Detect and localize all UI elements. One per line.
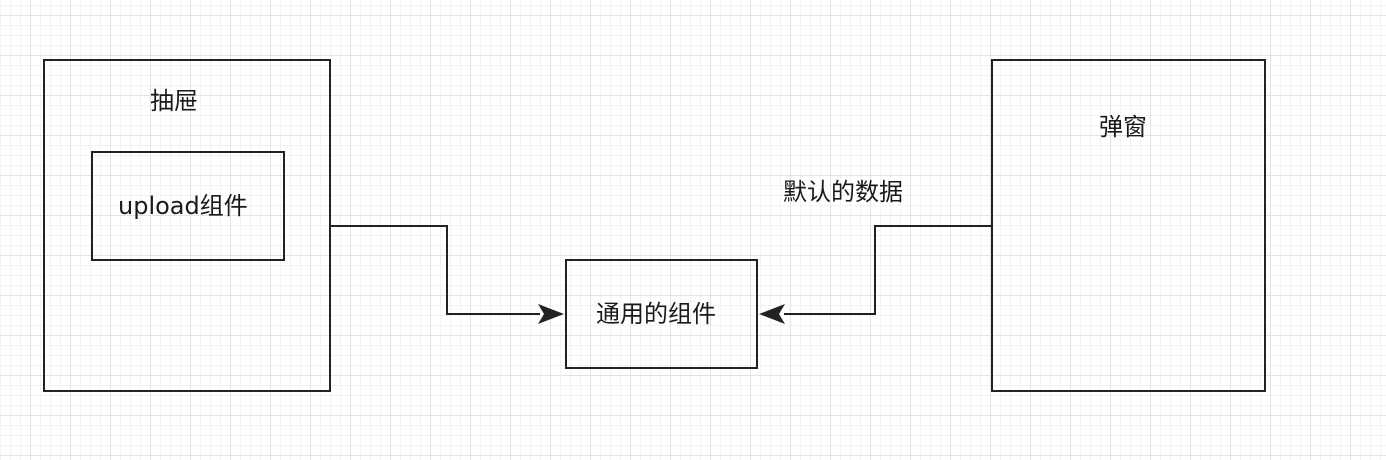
edge-dialog-to-common [784,225,991,315]
upload-component-node [91,151,285,261]
drawer-node-label: 抽屉 [150,87,198,115]
common-component-node [565,259,758,369]
dialog-node-label: 弹窗 [1099,113,1147,141]
arrowhead-left-icon [759,304,785,324]
arrowhead-right-icon [538,304,564,324]
edge-drawer-to-common [331,225,540,315]
upload-component-label: upload组件 [118,192,248,220]
edge-label-default-data: 默认的数据 [783,178,903,206]
drawer-node [43,59,331,392]
dialog-node [991,59,1266,392]
common-component-label: 通用的组件 [596,300,716,328]
